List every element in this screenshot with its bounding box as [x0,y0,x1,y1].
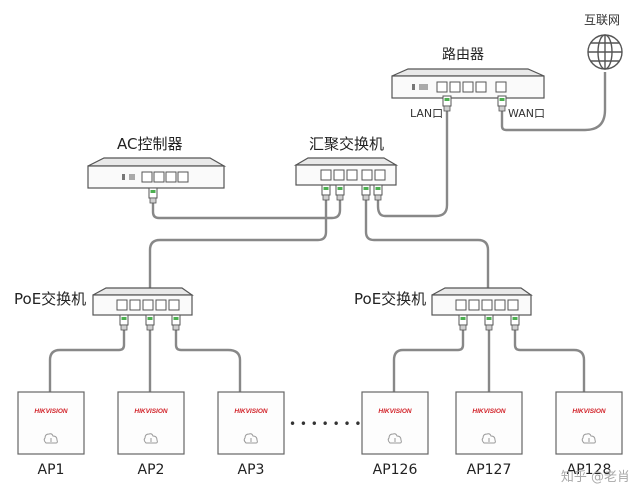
ap-brand-logo: HIKVISION [134,408,168,415]
cloud-icon [581,433,596,444]
cable-poe-ap1 [48,327,126,392]
wan-port-label: WAN口 [508,107,546,120]
cable-poe-ap128 [513,327,586,392]
cloud-icon [387,433,402,444]
ac-controller-device [87,157,227,204]
cloud-icon [481,433,496,444]
ap-label-ap127: AP127 [466,462,512,478]
cable-poe-ap126 [392,327,465,392]
ac-controller-label: AC控制器 [117,135,183,153]
poe-switch-right-label: PoE交换机 [354,290,427,308]
globe-icon [587,34,623,70]
aggregation-switch-device [293,157,399,201]
ap-brand-logo: HIKVISION [572,408,606,415]
poe-switch-right-device [431,287,533,331]
ap-brand-logo: HIKVISION [378,408,412,415]
ap-panel-ap3: HIKVISION [217,391,285,455]
ellipsis-dots: • • • • • • • [289,417,362,431]
ap-label-ap126: AP126 [372,462,418,478]
ap-label-ap3: AP3 [237,462,265,478]
ap-panel-ap1: HIKVISION [17,391,85,455]
lan-port-label: LAN口 [410,107,444,120]
ap-brand-logo: HIKVISION [234,408,268,415]
router-device [391,68,545,112]
poe-switch-left-device [92,287,194,331]
router-label: 路由器 [442,47,484,63]
cloud-icon [243,433,258,444]
ap-panel-ap127: HIKVISION [455,391,523,455]
access-points: HIKVISION HIKVISION HIKVISION HIKVISION HIKV… [17,391,623,455]
aggregation-switch-label: 汇聚交换机 [309,135,385,153]
watermark: 知乎 @老肖 [560,470,630,485]
cloud-icon [143,433,158,444]
internet-label: 互联网 [584,13,621,27]
ap-panel-ap128: HIKVISION [555,391,623,455]
cable-internet-router [500,72,607,132]
cable-poe-ap3 [174,327,242,392]
cable-aggregation-poe-right [364,198,490,293]
cable-router-aggregation [376,111,449,218]
ap-panel-ap2: HIKVISION [117,391,185,455]
ap-panel-ap126: HIKVISION [361,391,429,455]
ap-brand-logo: HIKVISION [34,408,68,415]
poe-switch-left-label: PoE交换机 [14,290,87,308]
cable-aggregation-poe-left [148,198,328,292]
ap-label-ap128: AP128 [566,462,612,478]
cables [48,72,607,392]
cloud-icon [43,433,58,444]
ap-brand-logo: HIKVISION [472,408,506,415]
cable-ac-aggregation [151,198,342,220]
ap-label-ap2: AP2 [137,462,165,478]
ap-label-ap1: AP1 [37,462,65,478]
